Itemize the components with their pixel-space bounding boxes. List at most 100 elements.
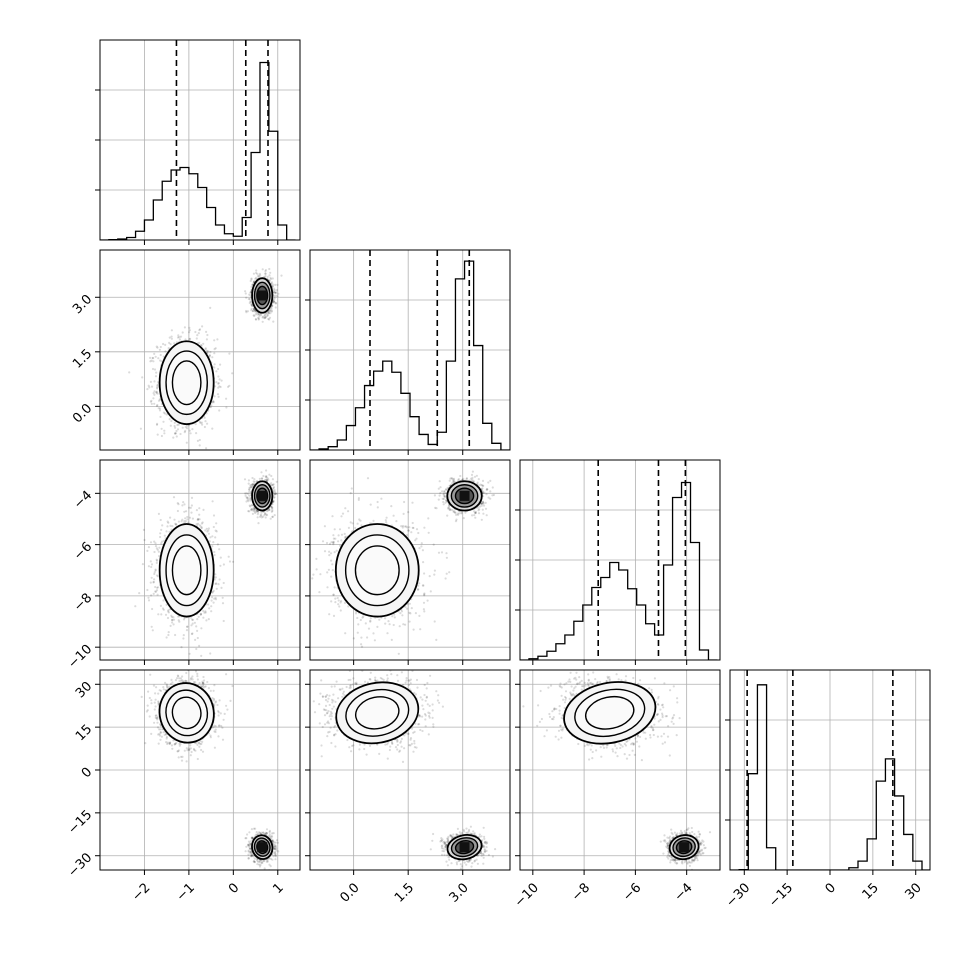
sample-point <box>266 275 269 278</box>
sample-point <box>216 543 219 546</box>
sample-point <box>151 607 154 611</box>
sample-point <box>215 522 218 525</box>
sample-point <box>274 306 277 309</box>
sample-point <box>150 385 154 388</box>
sample-point <box>176 502 179 505</box>
sample-point <box>251 504 254 507</box>
sample-point <box>156 392 159 395</box>
sample-point <box>274 291 277 294</box>
sample-point <box>265 478 268 481</box>
sample-point <box>160 360 163 363</box>
sample-point <box>200 527 203 530</box>
sample-point <box>219 363 222 366</box>
sample-point <box>255 269 258 272</box>
sample-point <box>151 367 155 371</box>
sample-point <box>156 383 159 386</box>
sample-point <box>271 304 274 307</box>
sample-point <box>251 476 254 480</box>
sample-point <box>211 535 214 538</box>
sample-point <box>248 486 251 489</box>
sample-point <box>204 348 207 351</box>
sample-point <box>272 487 275 490</box>
sample-point <box>246 497 250 500</box>
sample-point <box>198 644 201 647</box>
sample-point <box>264 516 267 519</box>
sample-point <box>270 281 274 284</box>
sample-point <box>270 474 273 478</box>
sample-point <box>273 287 276 290</box>
sample-point <box>260 314 263 317</box>
sample-point <box>258 313 261 316</box>
sample-point <box>179 432 182 436</box>
sample-point <box>146 549 149 552</box>
sample-point <box>212 525 215 529</box>
sample-point <box>264 313 267 316</box>
sample-point <box>154 568 157 571</box>
sample-point <box>195 432 198 435</box>
sample-point <box>265 514 269 517</box>
sample-point <box>273 289 276 292</box>
sample-point <box>271 506 274 509</box>
sample-point <box>251 483 254 486</box>
sample-point <box>271 515 274 518</box>
sample-point <box>176 336 180 339</box>
sample-point <box>200 344 203 347</box>
sample-point <box>164 343 167 346</box>
sample-point <box>153 368 157 371</box>
sample-point <box>274 491 277 494</box>
sample-point <box>197 518 200 521</box>
sample-point <box>217 375 220 378</box>
sample-point <box>194 330 197 334</box>
sample-point <box>153 352 156 355</box>
sample-point <box>210 610 213 613</box>
sample-point <box>245 500 248 503</box>
sample-point <box>273 514 276 517</box>
sample-point <box>173 342 176 345</box>
sample-point <box>188 429 191 432</box>
sample-point <box>261 515 265 518</box>
sample-point <box>169 524 172 527</box>
sample-point <box>160 434 163 438</box>
sample-point <box>257 316 260 319</box>
sample-point <box>149 380 152 383</box>
sample-point <box>166 610 170 613</box>
sample-point <box>171 621 174 624</box>
sample-point <box>270 484 273 487</box>
sample-point <box>188 326 191 329</box>
sample-point <box>216 393 220 396</box>
sample-point <box>271 483 274 487</box>
sample-point <box>255 276 258 279</box>
sample-point <box>153 578 156 581</box>
sample-point <box>200 526 203 529</box>
sample-point <box>280 274 283 277</box>
sample-point <box>155 574 159 577</box>
sample-point <box>213 550 216 554</box>
sample-point <box>218 409 221 412</box>
sample-point <box>263 317 266 320</box>
sample-point <box>271 284 274 288</box>
sample-point <box>269 309 272 312</box>
sample-point <box>251 483 254 486</box>
sample-point <box>177 615 180 618</box>
sample-point <box>249 301 253 304</box>
sample-point <box>163 412 167 415</box>
sample-point <box>253 510 256 513</box>
sample-point <box>222 563 225 566</box>
sample-point <box>190 496 194 499</box>
sample-point <box>150 563 154 566</box>
sample-point <box>248 510 251 513</box>
sample-point <box>153 402 156 405</box>
sample-point <box>267 509 270 512</box>
sample-point <box>149 560 152 563</box>
sample-point <box>264 512 267 515</box>
sample-point <box>164 613 168 616</box>
sample-point <box>165 636 168 639</box>
sample-point <box>257 312 260 316</box>
sample-point <box>151 629 154 632</box>
sample-point <box>147 384 150 387</box>
sample-point <box>154 590 157 593</box>
sample-point <box>222 619 225 623</box>
sample-point <box>222 581 225 585</box>
sample-point <box>214 582 217 585</box>
